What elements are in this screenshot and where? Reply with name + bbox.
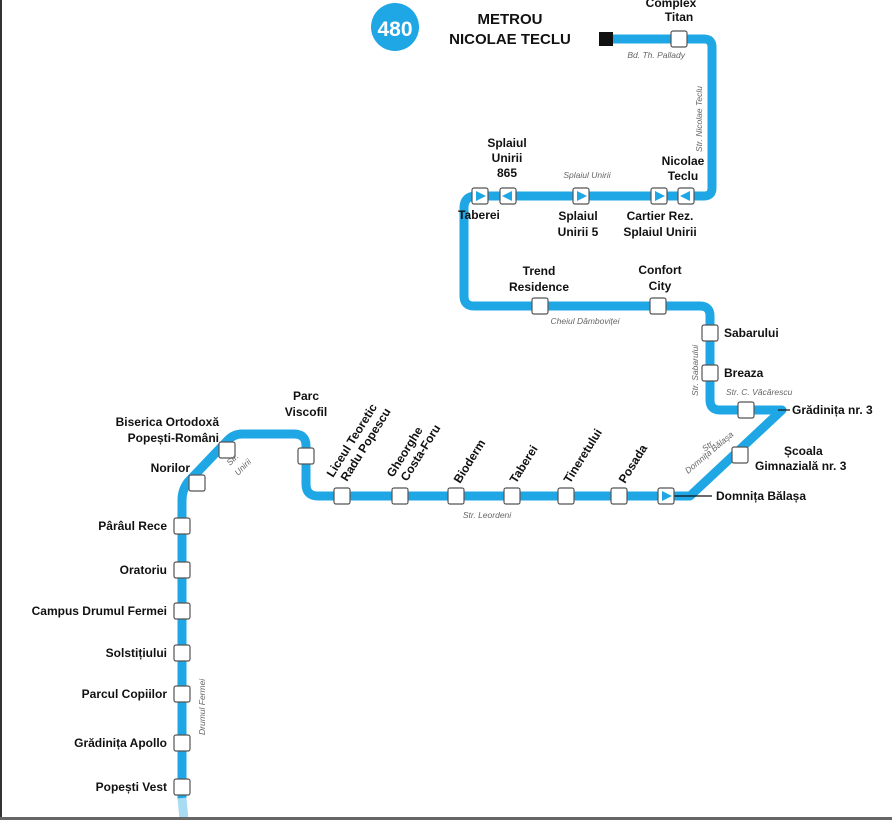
direction-right-icon: [476, 191, 486, 201]
stop-label-oratoriu: Oratoriu: [120, 563, 167, 577]
stop-label-splaiul-unirii-865-1: Splaiul: [487, 136, 526, 150]
stop-label-nicolae-teclu-1: Nicolae: [662, 154, 705, 168]
stop-marker-parcul-copiilor: [173, 685, 191, 703]
terminus-title-line2: NICOLAE TECLU: [449, 31, 571, 48]
stop-marker-norilor: [188, 474, 206, 492]
stop-label-parcul-copiilor: Parcul Copiilor: [82, 687, 168, 701]
stop-marker-bioderm: [447, 487, 465, 505]
terminus-title-line1: METROU: [478, 11, 543, 28]
stop-marker-biserica-ortodoxa: [218, 441, 236, 459]
route-line-faded-continuation: [177, 797, 189, 821]
stop-label-campus-drumul-fermei: Campus Drumul Fermei: [32, 604, 167, 618]
stop-label-bioderm: Bioderm: [451, 437, 489, 486]
direction-right-icon: [662, 491, 672, 501]
stop-label-cartier-rez-1: Cartier Rez.: [627, 209, 694, 223]
street-label-str-domnita-balasa-2: Domnița Bălașa: [683, 429, 736, 475]
street-label-str-sabarului: Str. Sabarului: [690, 344, 700, 396]
stop-label-scoala-gimnaziala-2: Gimnazială nr. 3: [755, 459, 847, 473]
stop-label-scoala-gimnaziala-1: Școala: [784, 444, 823, 458]
stop-label-biserica-ortodoxa-2: Popești-Români: [128, 431, 219, 445]
stop-label-gradinita-nr3: Grădinița nr. 3: [792, 403, 873, 417]
stop-label-confort-city-2: City: [649, 279, 672, 293]
stop-label-biserica-ortodoxa-1: Biserica Ortodoxă: [116, 415, 220, 429]
stop-marker-taberei-bottom: [503, 487, 521, 505]
route-line: [177, 34, 787, 800]
stop-marker-gradinita-nr3: [737, 401, 755, 419]
stop-label-popesti-vest: Popești Vest: [96, 780, 167, 794]
stop-marker-tineretului: [557, 487, 575, 505]
stop-marker-campus-drumul-fermei: [173, 602, 191, 620]
stop-label-paraul-rece: Pârâul Rece: [98, 519, 167, 533]
direction-left-icon: [680, 191, 690, 201]
direction-left-icon: [502, 191, 512, 201]
street-label-str-c-vacarescu: Str. C. Văcărescu: [726, 387, 793, 397]
bottom-frame-line: [0, 817, 892, 820]
street-label-str-leordeni: Str. Leordeni: [463, 510, 512, 520]
stop-label-taberei-bottom: Taberei: [507, 443, 541, 486]
route-number: 480: [377, 18, 412, 41]
street-label-cheiul-dambovitei: Cheiul Dâmboviței: [551, 316, 621, 326]
stop-label-domnita-balasa: Domnița Bălașa: [716, 489, 806, 503]
stop-label-splaiul-unirii-5-2: Unirii 5: [558, 225, 599, 239]
stop-label-sabarului: Sabarului: [724, 326, 779, 340]
stop-marker-solstitiului: [173, 644, 191, 662]
stop-marker-liceul-teoretic: [333, 487, 351, 505]
stop-label-posada: Posada: [616, 442, 651, 486]
direction-right-icon: [655, 191, 665, 201]
stop-marker-sabarului: [701, 324, 719, 342]
stop-marker-complex-titan: [670, 30, 688, 48]
stop-marker-trend-residence: [531, 297, 549, 315]
stop-marker-confort-city: [649, 297, 667, 315]
stop-marker-oratoriu: [173, 561, 191, 579]
stop-label-parc-viscofil-1: Parc: [293, 389, 319, 403]
route-number-badge: [371, 3, 419, 51]
left-frame-line: [0, 0, 2, 820]
stop-label-trend-residence-1: Trend: [523, 264, 556, 278]
stop-label-parc-viscofil-2: Viscofil: [285, 405, 327, 419]
stop-label-splaiul-unirii-865-2: Unirii: [492, 151, 523, 165]
stop-label-gradinita-apollo: Grădinița Apollo: [74, 736, 167, 750]
stop-label-complex-titan-2: Titan: [665, 10, 693, 24]
stop-label-splaiul-unirii-865-3: 865: [497, 166, 517, 180]
stop-label-trend-residence-2: Residence: [509, 280, 569, 294]
stop-marker-gheorghe-costa-foru: [391, 487, 409, 505]
stop-label-tineretului: Tineretului: [561, 426, 605, 485]
stop-marker-scoala-gimnaziala: [731, 446, 749, 464]
terminus-marker: [599, 32, 613, 46]
stop-label-breaza: Breaza: [724, 366, 764, 380]
stop-label-confort-city-1: Confort: [638, 263, 681, 277]
stop-marker-breaza: [701, 364, 719, 382]
stop-label-complex-titan-1: Complex: [646, 0, 697, 10]
stop-marker-paraul-rece: [173, 517, 191, 535]
stop-label-nicolae-teclu-2: Teclu: [668, 169, 698, 183]
street-label-drumul-fermei: Drumul Fermei: [197, 678, 207, 735]
stop-marker-gradinita-apollo: [173, 734, 191, 752]
stop-label-norilor: Norilor: [151, 461, 191, 475]
stop-marker-popesti-vest: [173, 778, 191, 796]
stop-marker-posada: [610, 487, 628, 505]
street-label-splaiul-unirii: Splaiul Unirii: [563, 170, 611, 180]
street-label-str-nicolae-teclu: Str. Nicolae Teclu: [694, 86, 704, 152]
direction-right-icon: [577, 191, 587, 201]
stop-label-solstitiului: Solstițiului: [106, 646, 167, 660]
stop-marker-parc-viscofil: [297, 447, 315, 465]
street-label-bd-th-pallady: Bd. Th. Pallady: [627, 50, 685, 60]
stop-label-taberei-top: Taberei: [458, 208, 500, 222]
stop-label-splaiul-unirii-5-1: Splaiul: [558, 209, 597, 223]
stop-label-cartier-rez-2: Splaiul Unirii: [623, 225, 696, 239]
